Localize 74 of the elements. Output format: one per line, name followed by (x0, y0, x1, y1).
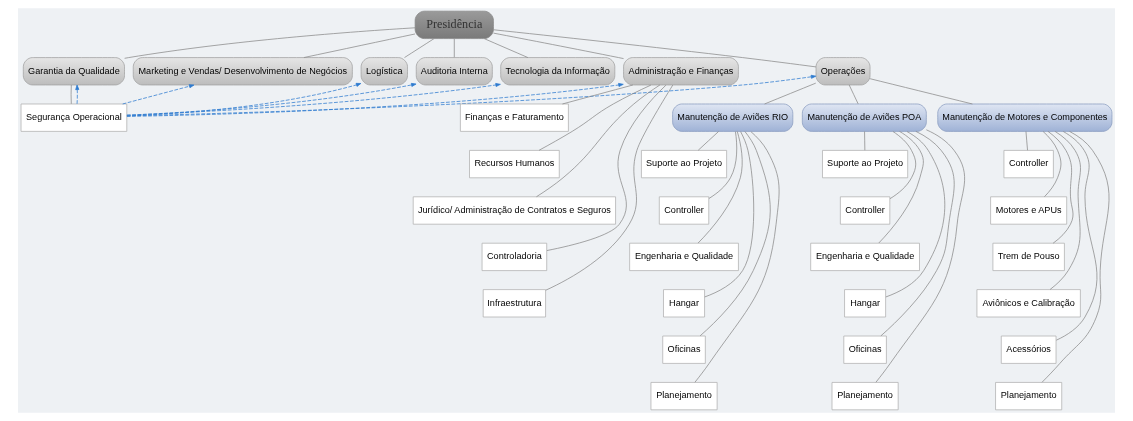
arrow (126, 83, 501, 116)
node-box: Controller (1003, 150, 1054, 179)
node-box: Controller (658, 196, 710, 225)
node-box: Auditoria Interna (415, 57, 493, 86)
connector (704, 131, 755, 298)
node-box: Controladoria (481, 242, 548, 271)
node-box: Manutenção de Aviões RIO (672, 103, 794, 132)
node-box: Hangar (663, 289, 705, 318)
connector (493, 32, 624, 59)
connector (1041, 131, 1110, 383)
connector (869, 78, 973, 105)
node-box: Marketing e Vendas/ Desenvolvimento de Negócios (132, 57, 353, 86)
node-box: Tecnologia da Informação (500, 57, 616, 86)
connector (875, 129, 965, 383)
connector (697, 131, 743, 244)
connector (562, 84, 634, 105)
node-box: Suporte ao Projeto (822, 150, 909, 179)
connector (1042, 131, 1062, 198)
connector (545, 84, 674, 291)
node-box: Hangar (844, 289, 886, 318)
connector (889, 131, 917, 200)
connector (878, 131, 924, 244)
node-box: Controller (840, 196, 891, 225)
arrow (126, 83, 624, 117)
node-box: Recursos Humanos (469, 150, 560, 179)
connector (697, 131, 719, 151)
connector (546, 84, 667, 251)
connector (303, 33, 416, 58)
connector (70, 84, 72, 105)
node-box: Finanças e Faturamento (460, 103, 569, 132)
node-box: Manutenção de Aviões POA (801, 103, 927, 132)
connector (848, 84, 859, 105)
node-box: Operações (815, 57, 871, 86)
node-box: Engenharia e Qualidade (629, 242, 739, 271)
arrow (75, 84, 80, 105)
connector (1047, 131, 1074, 244)
node-box: Engenharia e Qualidade (810, 242, 920, 271)
connector (538, 84, 652, 151)
connector (880, 131, 955, 337)
node-box: Motores e APUs (990, 196, 1068, 225)
connector (404, 38, 435, 58)
node-box: Jurídico/ Administração de Contratos e Seguros (412, 196, 616, 225)
connector (483, 38, 529, 58)
node-box: Oficinas (843, 335, 887, 364)
node-box: Suporte ao Projeto (641, 150, 727, 179)
connector (1025, 131, 1028, 151)
node-box: Infraestrutura (482, 289, 546, 318)
connector (885, 131, 946, 298)
arrow (126, 74, 817, 117)
connector (699, 131, 771, 337)
node-box: Planejamento (831, 382, 899, 411)
connector (764, 82, 817, 105)
connector (493, 29, 817, 68)
connector (453, 38, 455, 58)
node-box: Trem de Pouso (992, 242, 1065, 271)
node-box: Planejamento (995, 382, 1063, 411)
node-box: Administração e Finanças (623, 57, 739, 86)
node-box: Manutenção de Motores e Componentes (937, 103, 1113, 132)
node-box: Garantia da Qualidade (22, 57, 125, 86)
node-box: Oficinas (662, 335, 706, 364)
connector (864, 131, 866, 151)
node-box: Segurança Operacional (20, 103, 128, 132)
node-box: Aviônicos e Calibração (976, 289, 1081, 318)
connector (1049, 131, 1081, 290)
connector (1055, 131, 1098, 341)
node-box: Presidência (414, 10, 494, 39)
connector (124, 27, 416, 59)
connector (536, 84, 661, 198)
node-box: Acessórios (1000, 335, 1057, 364)
node-box: Logística (360, 57, 408, 86)
node-box: Planejamento (650, 382, 718, 411)
connector (694, 131, 780, 383)
connector (708, 131, 738, 199)
arrow (122, 84, 195, 105)
